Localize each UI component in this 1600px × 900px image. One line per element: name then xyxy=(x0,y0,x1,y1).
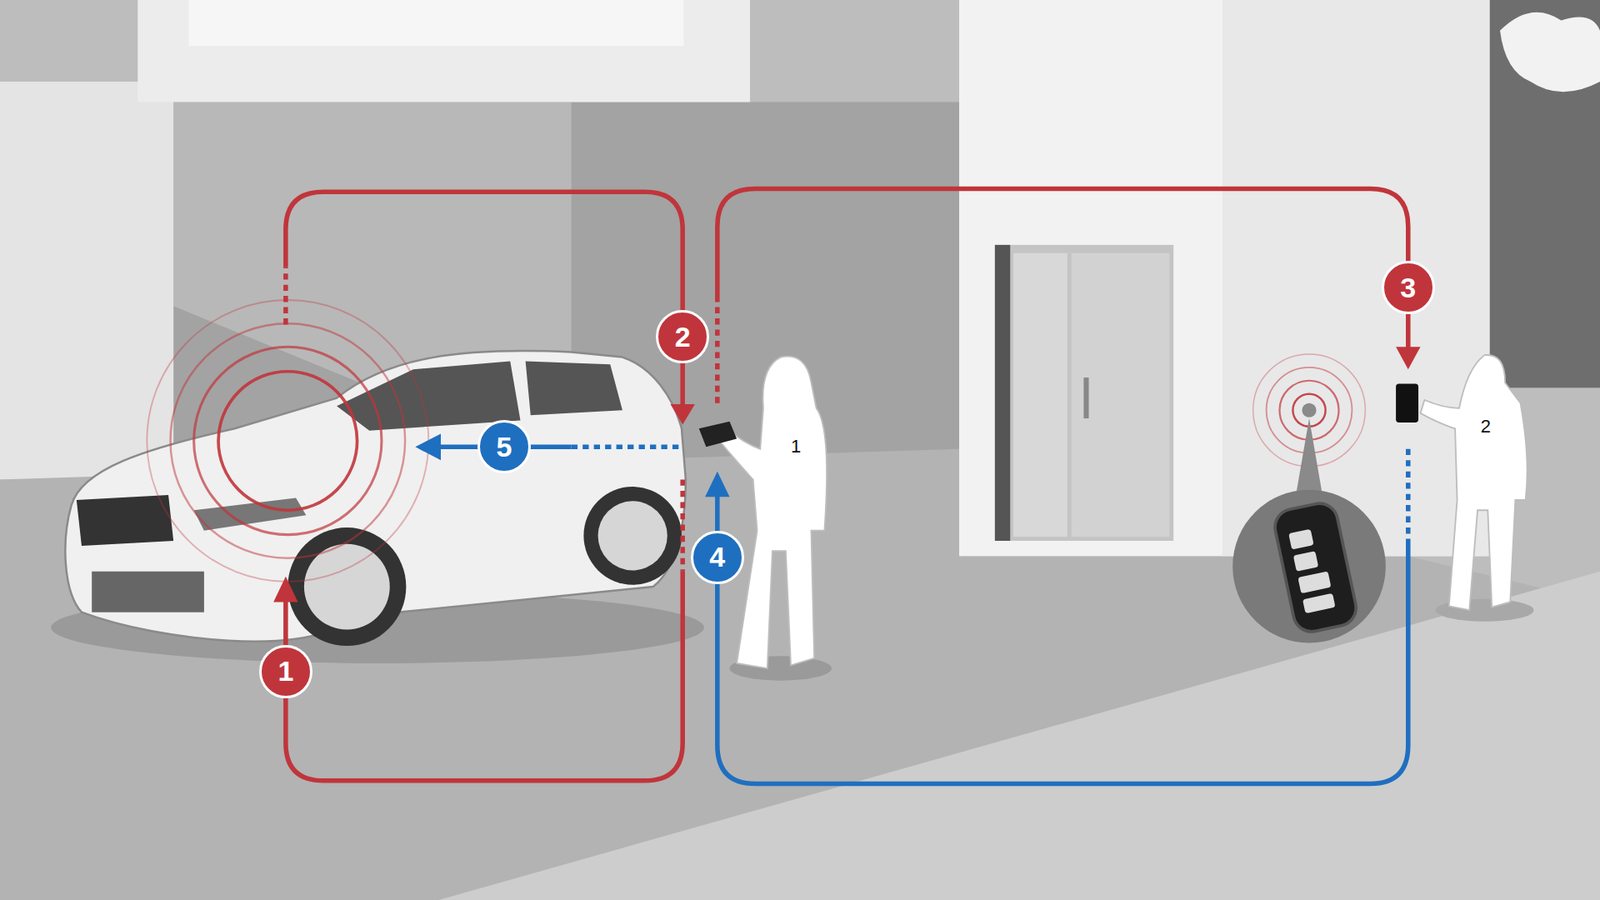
door-handle xyxy=(1083,377,1089,419)
car-grille xyxy=(76,495,174,546)
left-building xyxy=(0,81,174,480)
car-rim xyxy=(304,544,390,630)
callout-number: 3 xyxy=(1381,260,1435,315)
signal-ring xyxy=(194,346,382,535)
signal-line xyxy=(285,571,683,781)
right-wall xyxy=(959,0,1490,556)
car-rim xyxy=(598,500,668,570)
car-signal-rings xyxy=(146,300,429,582)
figure-number: 2 xyxy=(1477,415,1495,439)
figure-number: 1 xyxy=(787,435,805,459)
signal-ring xyxy=(170,323,405,559)
dark-panel xyxy=(1490,0,1600,388)
car-window xyxy=(336,360,520,430)
key-signal-dot xyxy=(1301,403,1316,418)
signal-line xyxy=(717,495,1409,785)
arrowhead xyxy=(670,404,695,425)
car-window xyxy=(525,360,623,415)
car-intake xyxy=(91,571,205,613)
signal-line xyxy=(283,267,289,325)
car-wheel xyxy=(287,527,406,646)
light-beam xyxy=(173,101,572,470)
key-pointer xyxy=(1295,418,1323,495)
arrowhead xyxy=(273,576,298,603)
signal-ring xyxy=(218,371,358,511)
callout-number: 5 xyxy=(477,420,531,474)
attacker-figure xyxy=(719,356,827,669)
signal-line xyxy=(680,480,685,572)
elevator-frame xyxy=(995,245,1010,541)
fob-button xyxy=(1302,593,1335,614)
relay-phone xyxy=(1395,383,1419,423)
callout-number: 4 xyxy=(690,530,745,585)
overhang-window xyxy=(189,0,685,46)
accomplice-figure xyxy=(1420,355,1527,610)
elevator-door xyxy=(1071,253,1170,537)
relay-tablet xyxy=(699,421,737,448)
overhang xyxy=(137,0,750,102)
fob-button xyxy=(1293,550,1319,572)
right-wall-side xyxy=(1222,0,1490,556)
key-inset xyxy=(1232,490,1386,644)
signal-line xyxy=(285,191,683,406)
signal-line xyxy=(571,445,680,450)
fob-button xyxy=(1297,570,1331,594)
car-wheel xyxy=(583,486,682,585)
signal-line xyxy=(717,189,1409,350)
arrowhead xyxy=(705,471,730,498)
tree-silhouette xyxy=(1500,12,1600,93)
signal-line xyxy=(1405,449,1411,541)
elevator xyxy=(995,245,1174,541)
arrowhead xyxy=(415,433,441,460)
key-fob xyxy=(1271,500,1360,635)
elevator-door xyxy=(1013,253,1068,537)
callout-number: 1 xyxy=(259,645,313,699)
fob-button xyxy=(1288,529,1314,550)
signal-line xyxy=(715,295,720,404)
signal-paths xyxy=(285,189,1409,785)
arrowhead xyxy=(1395,346,1420,370)
fob-body xyxy=(1271,500,1360,635)
callout-number: 2 xyxy=(655,310,710,364)
signal-ring xyxy=(146,300,429,582)
